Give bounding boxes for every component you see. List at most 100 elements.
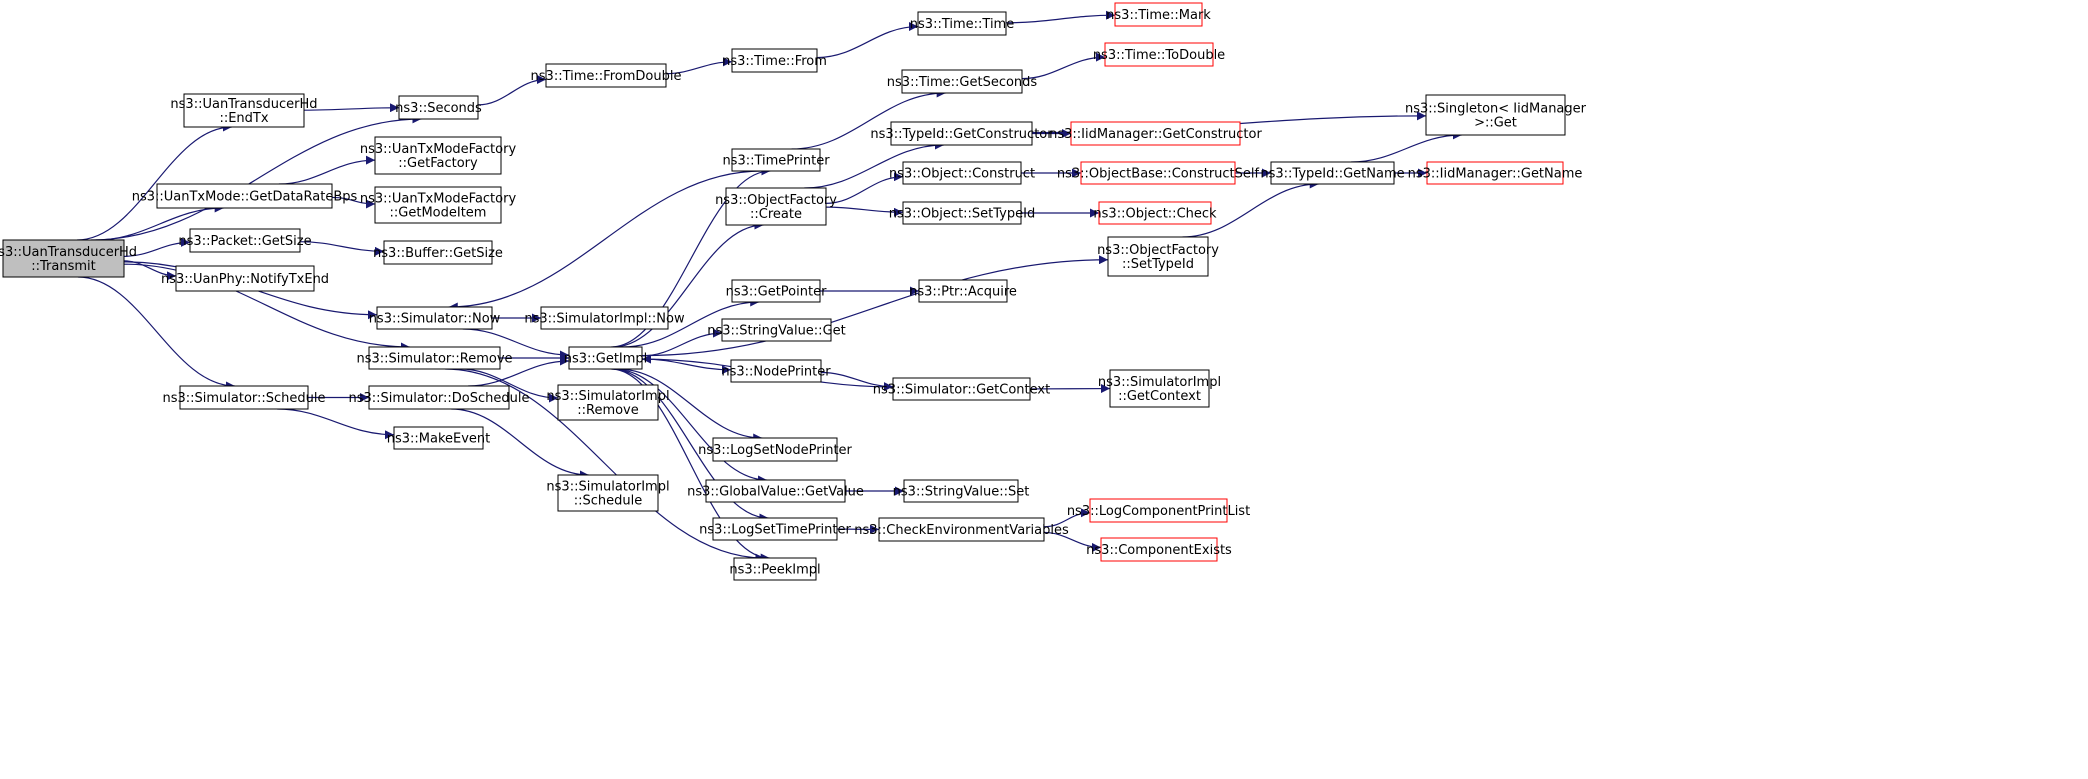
node-todouble[interactable]: ns3::Time::ToDouble	[1093, 42, 1225, 67]
node-endtx[interactable]: ns3::UanTransducerHd::EndTx	[170, 93, 318, 128]
node-box[interactable]	[156, 183, 333, 209]
node-box[interactable]	[2, 239, 125, 278]
node-of-create[interactable]: ns3::ObjectFactory::Create	[715, 187, 837, 226]
node-componentexists[interactable]: ns3::ComponentExists	[1086, 537, 1232, 562]
node-simimpl-remove[interactable]: ns3::SimulatorImpl::Remove	[546, 384, 670, 421]
node-doschedule[interactable]: ns3::Simulator::DoSchedule	[348, 385, 530, 410]
node-box[interactable]	[1109, 369, 1210, 408]
node-notifytxend[interactable]: ns3::UanPhy::NotifyTxEnd	[161, 265, 329, 292]
node-box[interactable]	[368, 385, 510, 410]
node-box[interactable]	[918, 279, 1008, 303]
node-nodeprinter[interactable]: ns3::NodePrinter	[721, 359, 831, 383]
node-object-construct[interactable]: ns3::Object::Construct	[889, 161, 1035, 185]
node-box[interactable]	[1426, 161, 1564, 185]
node-box[interactable]	[903, 479, 1019, 503]
node-simulator-now[interactable]: ns3::Simulator::Now	[369, 306, 501, 330]
node-box[interactable]	[179, 385, 309, 410]
node-seconds[interactable]: ns3::Seconds	[395, 95, 482, 120]
node-makeevent[interactable]: ns3::MakeEvent	[387, 426, 491, 450]
node-box[interactable]	[1425, 94, 1566, 136]
node-stringvalue-set[interactable]: ns3::StringValue::Set	[893, 479, 1030, 503]
node-box[interactable]	[721, 318, 832, 342]
node-box[interactable]	[568, 346, 643, 370]
node-box[interactable]	[892, 377, 1031, 401]
node-box[interactable]	[1100, 537, 1218, 562]
node-box[interactable]	[902, 161, 1022, 185]
node-box[interactable]	[731, 48, 818, 73]
node-box[interactable]	[1080, 161, 1236, 185]
node-box[interactable]	[540, 306, 669, 330]
node-of-settypeid[interactable]: ns3::ObjectFactory::SetTypeId	[1097, 236, 1219, 277]
node-box[interactable]	[183, 93, 305, 128]
node-getcontext[interactable]: ns3::Simulator::GetContext	[873, 377, 1050, 401]
node-box[interactable]	[901, 69, 1023, 94]
node-box[interactable]	[725, 187, 827, 226]
node-box[interactable]	[376, 306, 493, 330]
node-box[interactable]	[557, 384, 659, 421]
node-box[interactable]	[1089, 498, 1228, 523]
node-box[interactable]	[712, 437, 838, 462]
node-box[interactable]	[368, 346, 501, 370]
node-time-mark[interactable]: ns3::Time::Mark	[1106, 2, 1211, 27]
node-typeid-getname[interactable]: ns3::TypeId::GetName	[1260, 161, 1405, 185]
node-box[interactable]	[878, 517, 1045, 542]
node-box[interactable]	[730, 359, 822, 383]
node-time-from[interactable]: ns3::Time::From	[722, 48, 827, 73]
node-box[interactable]	[393, 426, 484, 450]
node-box[interactable]	[374, 186, 502, 224]
node-stringvalue-get[interactable]: ns3::StringValue::Get	[707, 318, 846, 342]
node-checkenv[interactable]: ns3::CheckEnvironmentVariables	[854, 517, 1069, 542]
node-box[interactable]	[374, 136, 502, 175]
node-transmit[interactable]: ns3::UanTransducerHd::Transmit	[0, 239, 137, 278]
node-box[interactable]	[890, 121, 1033, 146]
node-ptr-acquire[interactable]: ns3::Ptr::Acquire	[909, 279, 1017, 303]
node-box[interactable]	[731, 148, 821, 172]
node-box[interactable]	[189, 228, 301, 253]
node-box[interactable]	[917, 11, 1007, 36]
node-getseconds[interactable]: ns3::Time::GetSeconds	[887, 69, 1038, 94]
node-time-time[interactable]: ns3::Time::Time	[910, 11, 1014, 36]
node-simimpl-schedule[interactable]: ns3::SimulatorImpl::Schedule	[546, 474, 670, 512]
node-box[interactable]	[705, 479, 846, 503]
node-box[interactable]	[1114, 2, 1203, 27]
node-box[interactable]	[733, 557, 817, 581]
node-box[interactable]	[1070, 121, 1241, 146]
node-logcomponentprintlist[interactable]: ns3::LogComponentPrintList	[1067, 498, 1250, 523]
node-box[interactable]	[557, 474, 659, 512]
node-singleton-get[interactable]: ns3::Singleton< IidManager >::Get	[1405, 94, 1587, 136]
node-peekimpl[interactable]: ns3::PeekImpl	[729, 557, 821, 581]
node-simulator-schedule[interactable]: ns3::Simulator::Schedule	[162, 385, 326, 410]
node-simimpl-now[interactable]: ns3::SimulatorImpl::Now	[524, 306, 685, 330]
node-getconstructor[interactable]: ns3::TypeId::GetConstructor	[870, 121, 1053, 146]
node-packet-getsize[interactable]: ns3::Packet::GetSize	[178, 228, 312, 253]
node-iid-getconstructor[interactable]: ns3::IidManager::GetConstructor	[1049, 121, 1262, 146]
node-box[interactable]	[545, 63, 667, 88]
node-getfactory[interactable]: ns3::UanTxModeFactory::GetFactory	[360, 136, 517, 175]
node-simimpl-getcontext[interactable]: ns3::SimulatorImpl::GetContext	[1098, 369, 1221, 408]
node-fromdouble[interactable]: ns3::Time::FromDouble	[531, 63, 682, 88]
node-getmodeitem[interactable]: ns3::UanTxModeFactory::GetModeItem	[360, 186, 517, 224]
node-box[interactable]	[1270, 161, 1395, 185]
node-box[interactable]	[398, 95, 479, 120]
node-box[interactable]	[1107, 236, 1209, 277]
node-box[interactable]	[712, 517, 838, 541]
node-box[interactable]	[383, 240, 493, 265]
node-box[interactable]	[1098, 201, 1212, 225]
node-simulator-remove[interactable]: ns3::Simulator::Remove	[356, 346, 513, 370]
node-iid-getname[interactable]: ns3::IidManager::GetName	[1408, 161, 1583, 185]
node-box[interactable]	[731, 279, 821, 303]
node-logsetnodeprinter[interactable]: ns3::LogSetNodePrinter	[698, 437, 853, 462]
node-getpointer[interactable]: ns3::GetPointer	[726, 279, 827, 303]
node-object-settypeid[interactable]: ns3::Object::SetTypeId	[889, 201, 1035, 225]
node-box[interactable]	[902, 201, 1022, 225]
node-box[interactable]	[175, 265, 315, 292]
node-object-check[interactable]: ns3::Object::Check	[1093, 201, 1217, 225]
node-getimpl[interactable]: ns3::GetImpl	[564, 346, 648, 370]
node-getdataratebps[interactable]: ns3::UanTxMode::GetDataRateBps	[132, 183, 358, 209]
node-box[interactable]	[1104, 42, 1214, 67]
node-timeprinter[interactable]: ns3::TimePrinter	[722, 148, 830, 172]
node-buffer-getsize[interactable]: ns3::Buffer::GetSize	[373, 240, 503, 265]
node-constructself[interactable]: ns3::ObjectBase::ConstructSelf	[1057, 161, 1260, 185]
node-globalvalue-getvalue[interactable]: ns3::GlobalValue::GetValue	[687, 479, 864, 503]
node-logsettimeprinter[interactable]: ns3::LogSetTimePrinter	[699, 517, 851, 541]
